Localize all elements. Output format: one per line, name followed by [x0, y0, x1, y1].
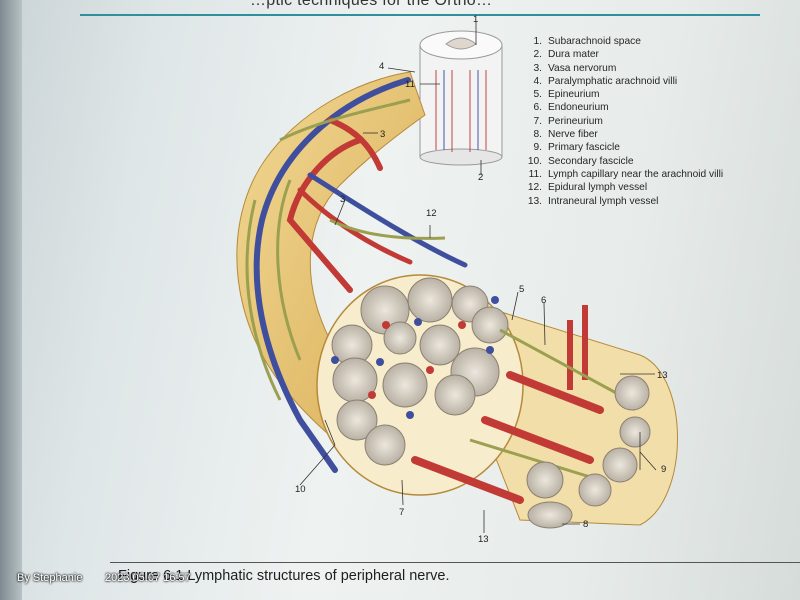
vessels: [245, 77, 468, 473]
legend-label: Nerve fiber: [548, 129, 598, 141]
callout-4: 4: [379, 61, 384, 72]
legend-number: 8.: [533, 129, 543, 141]
callout-11: 11: [405, 79, 415, 90]
legend-item: 11. Lymph capillary near the arachnoid vi…: [526, 168, 726, 181]
legend-label: Epidural lymph vessel: [548, 182, 648, 194]
leader-lines: [299, 22, 657, 533]
legend-number: 12.: [527, 182, 542, 194]
legend-item: 10. Secondary fascicle: [526, 155, 726, 168]
legend-number: 10.: [527, 155, 542, 167]
callout-6: 6: [541, 295, 546, 306]
caption-rule: [110, 562, 800, 563]
callout-2: 2: [478, 172, 483, 183]
callout-9: 9: [661, 464, 666, 475]
figure-caption: Figure 6.1 Lymphatic structures of perip…: [118, 568, 450, 584]
legend-number: 13.: [527, 195, 542, 207]
legend-number: 11.: [528, 168, 542, 180]
legend-number: 2.: [533, 49, 543, 61]
legend-label: Paralymphatic arachnoid villi: [548, 75, 678, 87]
spinal-cord: [419, 30, 503, 166]
legend-item: 8. Nerve fiber: [526, 128, 726, 141]
legend-label: Lymph capillary near the arachnoid villi: [548, 168, 724, 180]
callout-3a: 3: [380, 129, 385, 140]
callout-1: 1: [473, 14, 478, 25]
callout-12: 12: [426, 208, 437, 219]
figure-legend: 1. Subarachnoid space 2. Dura mater 3. Vasa n…: [526, 35, 726, 208]
legend-item: 4. Paralymphatic arachnoid villi: [526, 75, 726, 88]
callout-13b: 13: [478, 534, 489, 545]
legend-label: Perineurium: [548, 115, 603, 127]
watermark-author: By Stephanie: [17, 572, 83, 584]
legend-item: 12. Epidural lymph vessel: [526, 181, 726, 194]
running-header: …ptic techniques for the Ortho…: [80, 0, 760, 16]
legend-number: 1.: [533, 36, 543, 47]
callout-10: 10: [295, 484, 306, 495]
legend-item: 5. Epineurium: [526, 88, 726, 101]
legend-label: Vasa nervorum: [548, 62, 617, 74]
legend-label: Primary fascicle: [548, 142, 620, 154]
legend-label: Intraneural lymph vessel: [548, 195, 659, 207]
legend-label: Epineurium: [548, 89, 600, 101]
longitudinal-fascicles: [411, 305, 651, 529]
legend-item: 9. Primary fascicle: [526, 141, 726, 154]
legend-label: Dura mater: [548, 49, 599, 61]
legend-label: Secondary fascicle: [548, 155, 634, 167]
callout-7: 7: [399, 507, 404, 518]
legend-label: Endoneurium: [548, 102, 609, 114]
callout-5: 5: [519, 284, 524, 295]
legend-item: 13. Intraneural lymph vessel: [526, 195, 726, 208]
legend-number: 7.: [533, 115, 543, 127]
legend-item: 3. Vasa nervorum: [526, 62, 726, 75]
callout-13a: 13: [657, 370, 668, 381]
legend-item: 6. Endoneurium: [526, 101, 726, 114]
watermark-date: 2023.05.07 16:57: [105, 572, 191, 584]
legend-number: 3.: [533, 62, 543, 74]
legend-item: 2. Dura mater: [526, 48, 726, 61]
legend-number: 9.: [533, 142, 543, 154]
running-header-text: …ptic techniques for the Ortho…: [250, 0, 493, 9]
legend-item: 7. Perineurium: [526, 115, 726, 128]
callout-8: 8: [583, 519, 588, 530]
legend-item: 1. Subarachnoid space: [526, 35, 726, 48]
legend-number: 5.: [533, 89, 543, 101]
legend-number: 6.: [533, 102, 543, 114]
legend-number: 4.: [533, 75, 543, 87]
page-edge: [0, 0, 22, 600]
callout-3b: 3: [340, 194, 345, 205]
legend-label: Subarachnoid space: [548, 36, 641, 47]
